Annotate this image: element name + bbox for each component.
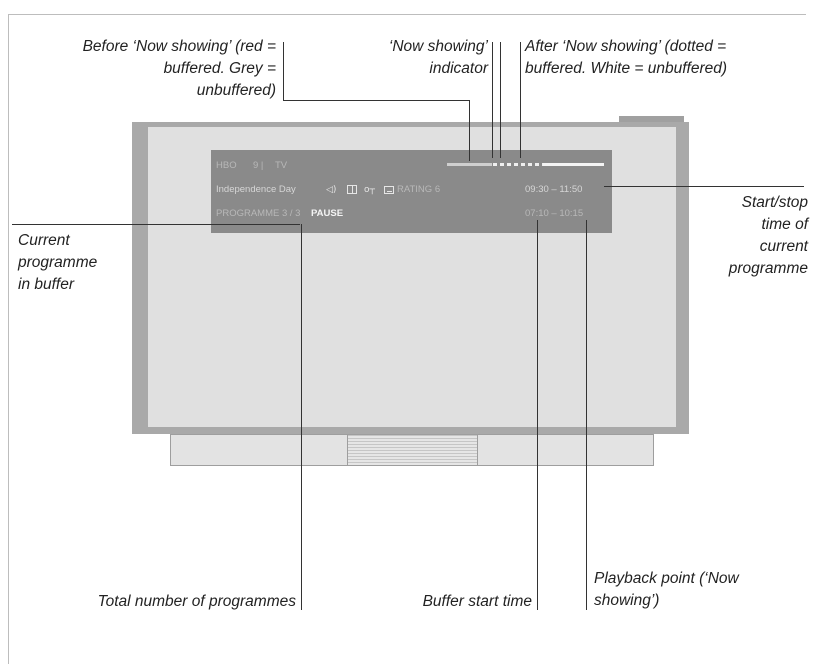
speaker-icon: ◁) <box>326 185 337 195</box>
leader-before-drop <box>469 100 470 161</box>
tv-speaker-grille <box>347 434 478 466</box>
osd-programme-count: PROGRAMME 3 / 3 <box>216 208 301 219</box>
osd-channel-name: HBO <box>216 160 237 171</box>
tv-stand-left <box>170 434 348 466</box>
buffer-after-dotted <box>493 163 543 166</box>
leader-playback-point <box>586 220 587 610</box>
osd-rating: RATING 6 <box>397 184 441 195</box>
buffer-after-unbuffered <box>543 163 604 166</box>
leader-buffer-start <box>537 220 538 610</box>
tv-top-tab <box>619 116 684 124</box>
subtitle-icon <box>384 186 394 194</box>
figure-frame <box>8 14 806 664</box>
leader-total-programmes <box>301 224 302 610</box>
label-start-stop-time: Start/stop time of current programme <box>728 194 808 277</box>
osd-programme-title: Independence Day <box>216 184 296 195</box>
label-buffer-start-time: Buffer start time <box>422 593 532 610</box>
label-now-showing-indicator: ‘Now showing’ indicator <box>388 38 488 77</box>
osd-source: TV <box>275 160 288 171</box>
label-before-now-showing: Before ‘Now showing’ (red = buffered. Gr… <box>82 38 276 99</box>
label-after-now-showing: After ‘Now showing’ (dotted = buffered. … <box>525 38 728 77</box>
tv-stand-right <box>477 434 654 466</box>
leader-now-showing <box>492 42 493 158</box>
leader-before-vertical <box>283 42 284 101</box>
key-icon: o┬ <box>364 185 375 195</box>
book-icon <box>347 185 357 194</box>
buffer-before-now-showing <box>447 163 492 166</box>
leader-now-showing-right <box>500 42 501 158</box>
osd-status: PAUSE <box>311 208 344 219</box>
leader-after-now-showing <box>520 42 521 158</box>
osd-channel-number: 9 | <box>253 160 264 171</box>
leader-current-programme <box>12 224 300 225</box>
label-current-programme: Current programme in buffer <box>18 232 98 293</box>
osd-programme-time: 09:30 – 11:50 <box>525 184 583 195</box>
osd-buffer-time: 07:10 – 10:15 <box>525 208 584 219</box>
leader-start-stop-time <box>604 186 804 187</box>
leader-before-horizontal <box>283 100 470 101</box>
label-playback-point: Playback point (‘Now showing’) <box>594 570 739 609</box>
label-total-programmes: Total number of programmes <box>97 593 296 610</box>
